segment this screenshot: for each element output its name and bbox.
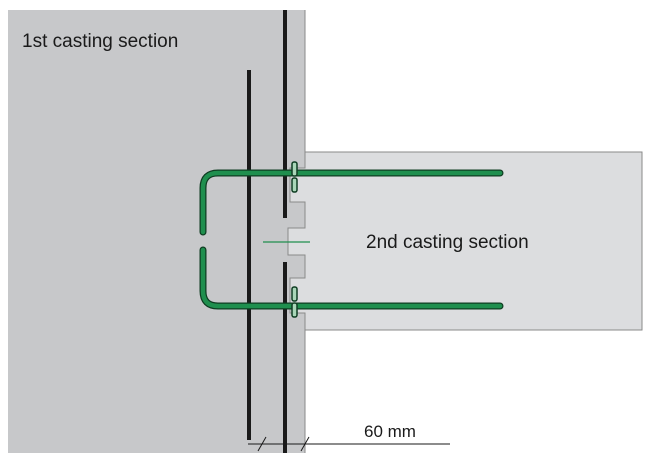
second-casting-section (287, 151, 643, 331)
lower-loop-bar-fill (200, 247, 503, 309)
connecting-rebar-loop (199, 169, 504, 310)
coupler-upper-top (291, 161, 298, 177)
dimension-tick-right (300, 436, 310, 452)
first-casting-section (8, 10, 305, 453)
rebar-couplers (291, 161, 298, 318)
coupler-upper-bottom (291, 177, 298, 193)
second-section-label: 2nd casting section (366, 232, 529, 253)
coupler-lower-bottom (291, 302, 298, 318)
dimension-tick-left (257, 436, 267, 452)
dimension-label: 60 mm (364, 422, 416, 441)
upper-loop-bar-fill (200, 170, 503, 235)
dimension-60mm (248, 436, 450, 452)
coupler-lower-top (291, 286, 298, 302)
first-section-label: 1st casting section (22, 31, 178, 52)
